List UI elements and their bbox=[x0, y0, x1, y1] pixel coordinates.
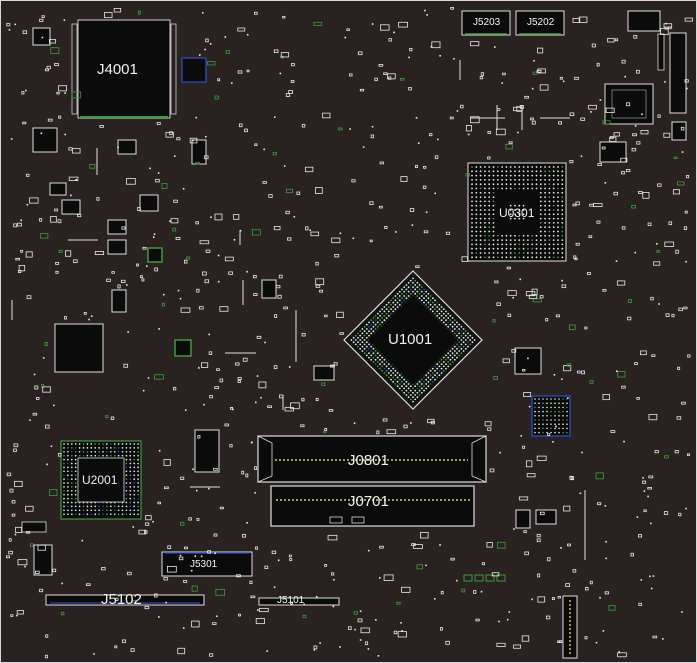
component-j5202[interactable] bbox=[515, 10, 565, 36]
traces bbox=[11, 60, 586, 560]
component-u0301[interactable] bbox=[467, 162, 567, 262]
chip-left-4[interactable] bbox=[49, 139, 207, 263]
chips-bottom-left[interactable] bbox=[21, 521, 53, 576]
chips-right-mid[interactable] bbox=[261, 279, 571, 529]
component-j0701[interactable] bbox=[270, 485, 475, 527]
chips-top-right[interactable] bbox=[599, 10, 687, 163]
component-j5203[interactable] bbox=[461, 10, 511, 36]
component-j0801[interactable] bbox=[257, 435, 487, 483]
component-j4001[interactable] bbox=[71, 19, 177, 119]
component-j5301[interactable] bbox=[161, 551, 253, 577]
chip-mid-left-qfn[interactable] bbox=[54, 289, 192, 373]
connector-bottom-right[interactable] bbox=[463, 574, 578, 659]
component-j5101[interactable] bbox=[258, 597, 340, 606]
component-j5102[interactable] bbox=[45, 594, 205, 606]
smd-pads bbox=[6, 7, 693, 659]
chip-left-3[interactable] bbox=[32, 127, 58, 153]
chip-top-left-2[interactable] bbox=[181, 57, 207, 83]
component-u1001[interactable] bbox=[343, 270, 483, 410]
component-u2001[interactable] bbox=[60, 440, 142, 520]
chip-top-left-1[interactable] bbox=[32, 27, 51, 46]
chip-left-of-j0801[interactable] bbox=[194, 429, 220, 473]
